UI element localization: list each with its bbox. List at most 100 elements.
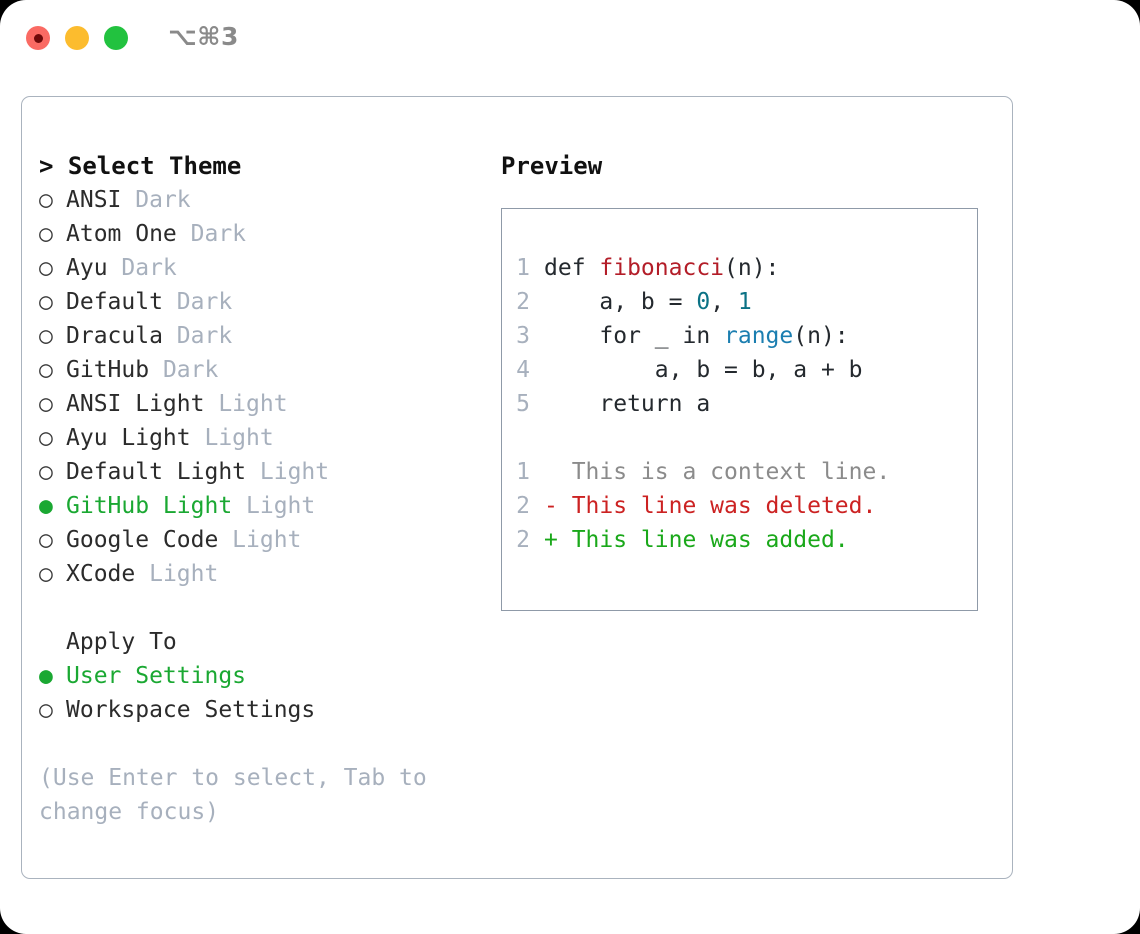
theme-option-atom-one[interactable]: ○ Atom One Dark [39, 217, 499, 251]
apply-to-option-label: User Settings [66, 663, 247, 689]
title-bar: ⌥⌘3 [0, 0, 1140, 78]
theme-picker-title: Select Theme [67, 152, 242, 180]
line-number: 1 [516, 459, 530, 485]
theme-option-tag: Light [218, 391, 288, 417]
line-number: 2 [516, 527, 530, 553]
theme-option-tag: Dark [162, 357, 219, 383]
theme-option-default-light[interactable]: ○ Default Light Light [39, 455, 499, 489]
code-token: a, b = b, a + b [544, 357, 863, 383]
theme-option-label: Atom One [66, 221, 191, 247]
code-token: (n): [793, 323, 849, 349]
theme-option-xcode[interactable]: ○XCode Light [39, 557, 499, 591]
theme-option-tag: Dark [190, 221, 247, 247]
theme-option-label: GitHub Light [66, 493, 247, 519]
code-token: , [710, 289, 738, 315]
keyboard-hint: (Use Enter to select, Tab to change focu… [39, 765, 427, 825]
code-line: 3 for _ in range(n): [502, 319, 977, 353]
close-button-icon[interactable] [26, 26, 50, 50]
theme-option-label: Google Code [66, 527, 233, 553]
radio-unselected-icon: ○ [39, 289, 53, 315]
diff-sample: 1 This is a context line. 2 - This line wa… [502, 455, 977, 557]
traffic-light-buttons [26, 26, 128, 50]
theme-option-tag: Dark [176, 289, 233, 315]
theme-option-dracula[interactable]: ○Dracula Dark [39, 319, 499, 353]
radio-unselected-icon: ○ [39, 221, 53, 247]
radio-unselected-icon: ○ [39, 561, 53, 587]
code-line-content: a, b = 0, 1 [544, 285, 752, 319]
theme-option-label: ANSI [66, 187, 136, 213]
radio-unselected-icon: ○ [39, 527, 53, 553]
line-number: 3 [516, 323, 530, 349]
radio-selected-icon: ● [39, 493, 53, 519]
radio-unselected-icon: ○ [39, 697, 53, 723]
theme-option-label: Default [66, 289, 177, 315]
theme-option-tag: Light [149, 561, 219, 587]
theme-picker-column: > Select Theme ○ANSI Dark○Atom One Dark○… [39, 149, 499, 829]
zoom-button-icon[interactable] [104, 26, 128, 50]
radio-unselected-icon: ○ [39, 187, 53, 213]
line-number: 4 [516, 357, 530, 383]
theme-option-github[interactable]: ○ GitHub Dark [39, 353, 499, 387]
theme-option-label: Default Light [66, 459, 260, 485]
code-diff-separator [502, 421, 977, 455]
code-line: 5 return a [502, 387, 977, 421]
code-line-content: return a [544, 387, 710, 421]
diff-line-deleted: 2 - This line was deleted. [502, 489, 977, 523]
code-line-content: a, b = b, a + b [544, 353, 863, 387]
theme-option-google-code[interactable]: ○ Google Code Light [39, 523, 499, 557]
keyboard-shortcut-label: ⌥⌘3 [168, 22, 239, 51]
preview-title: Preview [501, 152, 603, 180]
theme-option-ansi-light[interactable]: ○ANSI Light Light [39, 387, 499, 421]
apply-to-label: Apply To [66, 629, 177, 655]
theme-option-tag: Light [259, 459, 330, 485]
apply-to-option-workspace-settings[interactable]: ○Workspace Settings [39, 693, 499, 727]
code-token: a, b = [544, 289, 697, 315]
radio-selected-icon: ● [39, 663, 53, 689]
code-token: (n): [724, 255, 780, 281]
code-token: for _ in [544, 323, 725, 349]
theme-option-ansi[interactable]: ○ ANSI Dark [39, 183, 499, 217]
theme-option-tag: Light [204, 425, 274, 451]
theme-option-label: GitHub [66, 357, 163, 383]
diff-line-added: 2+ This line was added. [502, 523, 977, 557]
code-token: 0 [696, 289, 711, 315]
code-line-content: for _ in range(n): [544, 319, 849, 353]
code-token: fibonacci [599, 255, 725, 281]
theme-option-tag: Light [232, 527, 302, 553]
code-line-content: def fibonacci(n): [544, 251, 779, 285]
list-spacer [39, 591, 499, 625]
theme-option-tag: Dark [135, 187, 191, 213]
line-number: 5 [516, 391, 530, 417]
content-panel: > Select Theme ○ANSI Dark○Atom One Dark○… [21, 96, 1013, 879]
radio-unselected-icon: ○ [39, 425, 53, 451]
theme-option-tag: Dark [176, 323, 233, 349]
theme-option-ayu[interactable]: ○Ayu Dark [39, 251, 499, 285]
code-token: 1 [737, 289, 752, 315]
theme-option-default[interactable]: ○ Default Dark [39, 285, 499, 319]
theme-picker-header: > Select Theme [39, 149, 499, 183]
theme-option-github-light[interactable]: ● GitHub Light Light [39, 489, 499, 523]
recording-indicator-icon [33, 33, 43, 43]
line-number: 2 [516, 493, 530, 519]
apply-to-option-user-settings[interactable]: ● User Settings [39, 659, 499, 693]
radio-unselected-icon: ○ [39, 255, 53, 281]
diff-line-content: - This line was deleted. [544, 493, 877, 519]
code-line: 2 a, b = 0, 1 [502, 285, 977, 319]
theme-list: ○ANSI Dark○Atom One Dark○Ayu Dark○Defaul… [39, 183, 499, 591]
theme-option-tag: Light [246, 493, 316, 519]
prompt-marker-icon: > [39, 152, 54, 180]
code-line: 4 a, b = b, a + b [502, 353, 977, 387]
minimize-button-icon[interactable] [65, 26, 89, 50]
line-number: 1 [516, 255, 530, 281]
radio-unselected-icon: ○ [39, 459, 53, 485]
theme-option-ayu-light[interactable]: ○Ayu Light Light [39, 421, 499, 455]
radio-unselected-icon: ○ [39, 391, 53, 417]
diff-line-content: This is a context line. [544, 459, 891, 485]
radio-unselected-icon: ○ [39, 357, 53, 383]
theme-option-label: Dracula [66, 323, 177, 349]
theme-option-tag: Dark [121, 255, 177, 281]
